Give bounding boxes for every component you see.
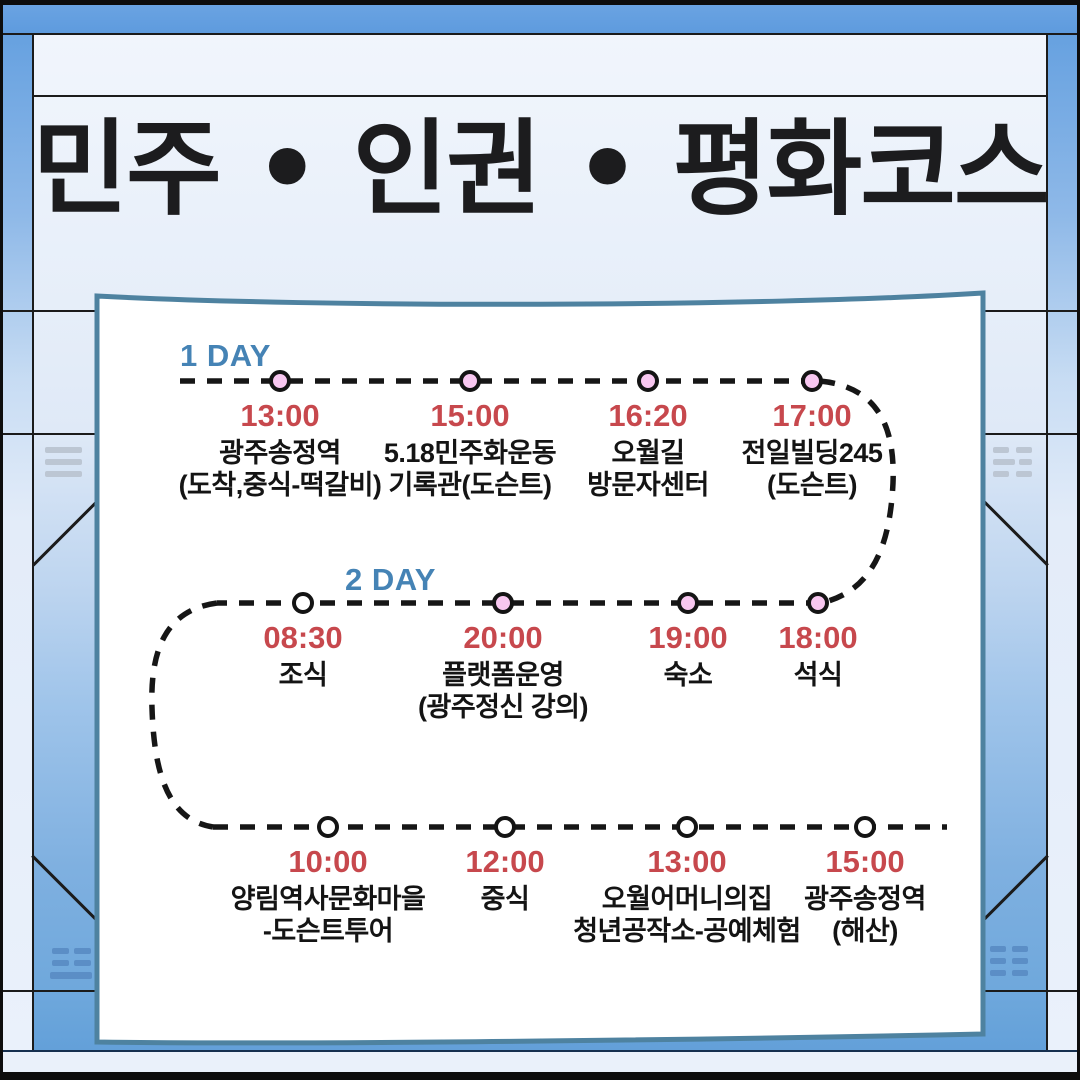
page-title: 민주 • 인권 • 평화코스 xyxy=(32,107,1049,230)
divider-line xyxy=(1046,33,1048,1050)
stop-name: 오월길 xyxy=(611,437,685,468)
stop-name: 전일빌딩245 xyxy=(741,437,883,468)
divider-line xyxy=(3,1050,1077,1052)
route-node xyxy=(292,592,314,614)
timeline-stop: 17:00 전일빌딩245 (도슨트) xyxy=(657,398,967,501)
timeline-stop: 08:30 조식 xyxy=(148,620,458,691)
stop-time: 20:00 xyxy=(463,620,543,655)
frame-top-band xyxy=(3,5,1077,33)
timeline-stop: 20:00 플랫폼운영 (광주정신 강의) xyxy=(348,620,658,723)
day2-label: 2 DAY xyxy=(345,562,436,597)
route-node xyxy=(677,592,699,614)
stop-time: 19:00 xyxy=(648,620,728,655)
stop-name: 석식 xyxy=(793,659,843,690)
stop-time: 13:00 xyxy=(647,844,727,879)
frame-right-strip xyxy=(1048,33,1077,1052)
stop-name: 방문자센터 xyxy=(587,470,709,501)
route-node xyxy=(459,370,481,392)
timeline-stop: 12:00 중식 xyxy=(350,844,660,915)
stop-time: 08:30 xyxy=(263,620,343,655)
stop-name: (해산) xyxy=(832,916,898,947)
stop-name: 기록관(도슨트) xyxy=(388,470,552,501)
route-node xyxy=(637,370,659,392)
route-node xyxy=(269,370,291,392)
stop-name: (도슨트) xyxy=(766,470,858,501)
divider-line xyxy=(32,95,1048,97)
route-node xyxy=(494,816,516,838)
day1-label: 1 DAY xyxy=(180,338,271,373)
stop-time: 13:00 xyxy=(240,398,320,433)
stop-time: 10:00 xyxy=(288,844,368,879)
stop-time: 15:00 xyxy=(825,844,905,879)
route-node xyxy=(807,592,829,614)
stop-name: 광주송정역 xyxy=(219,437,341,468)
divider-line xyxy=(32,33,34,1050)
stop-time: 16:20 xyxy=(608,398,688,433)
stop-name: (광주정신 강의) xyxy=(417,692,589,723)
frame-bottom-strip xyxy=(3,1052,1077,1072)
stop-time: 12:00 xyxy=(465,844,545,879)
route-node xyxy=(854,816,876,838)
stop-time: 18:00 xyxy=(778,620,858,655)
stop-name: -도슨트투어 xyxy=(262,916,394,947)
divider-line xyxy=(3,33,1077,35)
route-node xyxy=(801,370,823,392)
stop-name: 5.18민주화운동 xyxy=(383,437,557,468)
timeline-stop: 19:00 숙소 xyxy=(533,620,843,691)
stop-name: 숙소 xyxy=(663,659,713,690)
stop-name: 오월어머니의집 xyxy=(601,883,773,914)
timeline-stop: 15:00 광주송정역 (해산) xyxy=(710,844,1020,947)
stop-name: (도착,중식-떡갈비) xyxy=(178,470,382,501)
route-node xyxy=(492,592,514,614)
timeline-stop: 16:20 오월길 방문자센터 xyxy=(493,398,803,501)
route-node xyxy=(676,816,698,838)
timeline-stop: 13:00 오월어머니의집 청년공작소-공예체험 xyxy=(532,844,842,947)
stop-name: 광주송정역 xyxy=(804,883,926,914)
timeline-stop: 18:00 석식 xyxy=(663,620,973,691)
stop-name: 청년공작소-공예체험 xyxy=(573,916,801,947)
timeline-stop: 10:00 양림역사문화마을 -도슨트투어 xyxy=(173,844,483,947)
stop-name: 중식 xyxy=(480,883,530,914)
frame-left-strip xyxy=(3,33,32,1052)
timeline-stop: 15:00 5.18민주화운동 기록관(도슨트) xyxy=(315,398,625,501)
timeline-stop: 13:00 광주송정역 (도착,중식-떡갈비) xyxy=(125,398,435,501)
stop-name: 조식 xyxy=(278,659,328,690)
stop-name: 플랫폼운영 xyxy=(442,659,564,690)
stop-time: 17:00 xyxy=(772,398,852,433)
stop-time: 15:00 xyxy=(430,398,510,433)
stop-name: 양림역사문화마을 xyxy=(230,883,426,914)
route-node xyxy=(317,816,339,838)
